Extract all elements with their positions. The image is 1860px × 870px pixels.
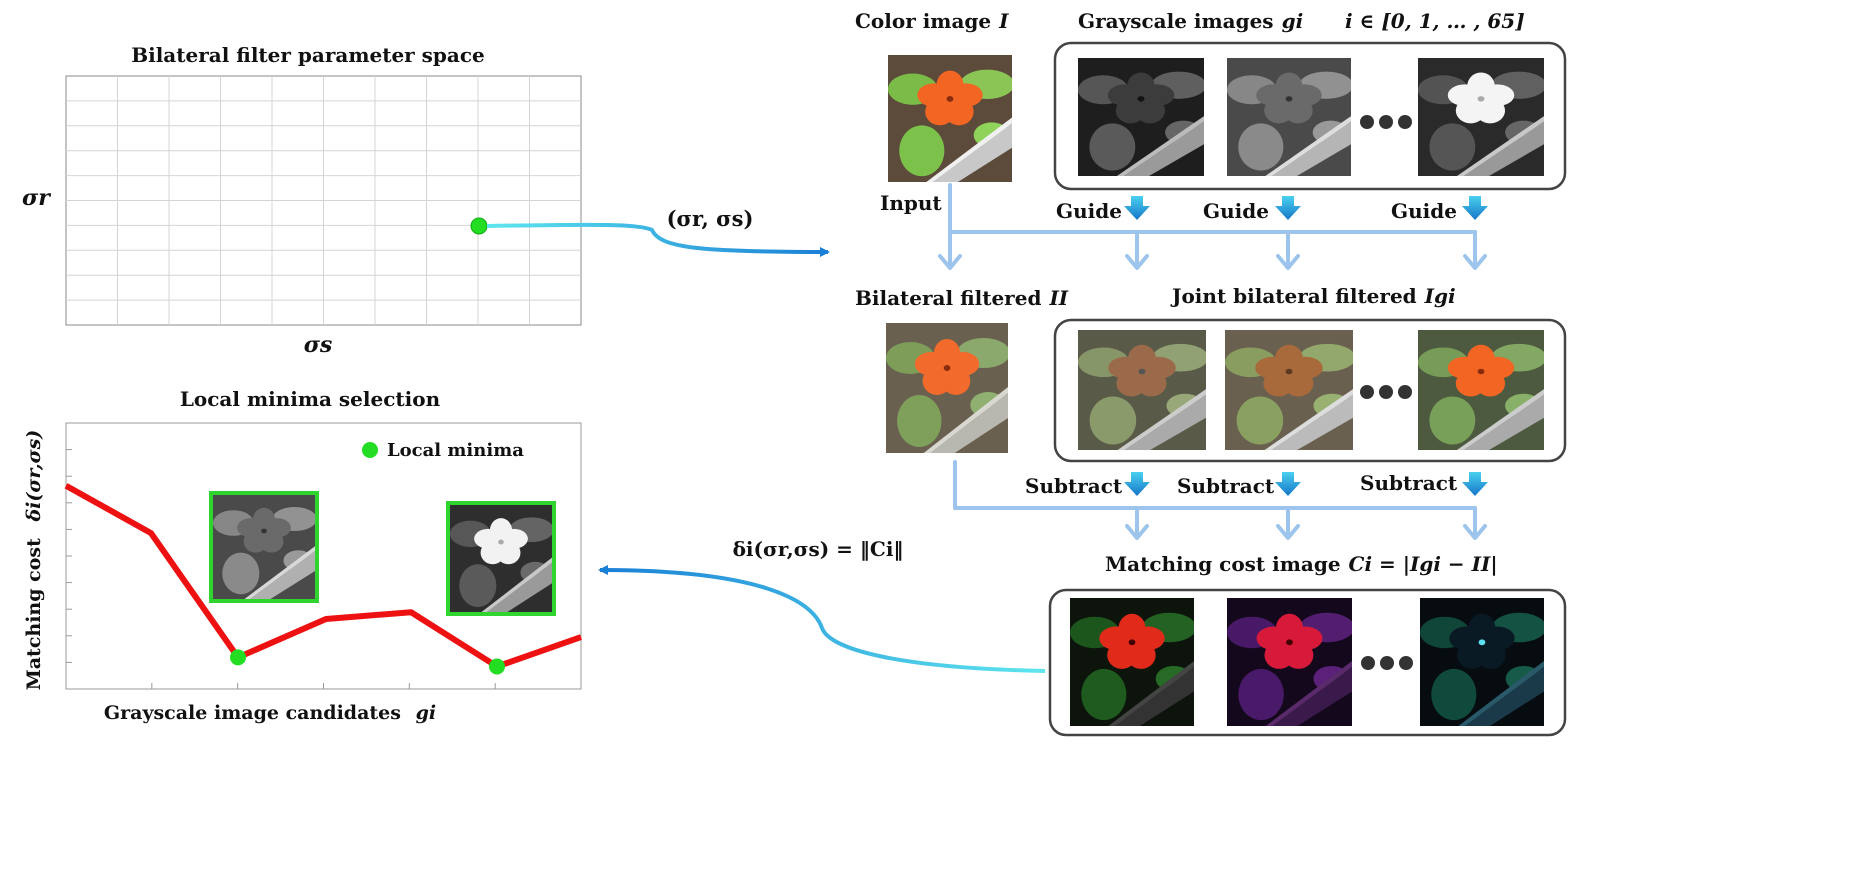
input-label: Input: [880, 191, 942, 215]
minima-ylabel: Matching cost δi(σr,σs): [23, 430, 45, 691]
guide-label-3: Guide: [1391, 199, 1457, 223]
subtract-arrow-icon: [1124, 472, 1150, 496]
selected-parameter-dot: [470, 217, 488, 235]
input-flow-arrowheads: [938, 254, 1487, 270]
guide-arrow-icon: [1124, 196, 1150, 220]
minima-thumbnail-1: [209, 491, 319, 603]
ellipsis-icon: [1361, 656, 1413, 670]
guide-label-1: Guide: [1056, 199, 1122, 223]
input-flow-lines: [948, 183, 1477, 267]
flow-arrowhead-icon: [1125, 524, 1149, 540]
flow-arrowhead-icon: [938, 254, 962, 270]
joint-bilateral-box: [1053, 318, 1567, 463]
matching-cost-box: [1048, 588, 1567, 737]
ellipsis-icon: [1360, 115, 1412, 129]
param-space-title: Bilateral filter parameter space: [131, 43, 485, 67]
local-minimum-dot: [489, 658, 505, 675]
flow-arrowhead-icon: [1276, 254, 1300, 270]
guide-arrow-icon: [1275, 196, 1301, 220]
color-image-thumbnail: [888, 55, 1012, 182]
subtract-label-2: Subtract: [1177, 474, 1275, 498]
minima-ticks: [66, 449, 582, 689]
guide-arrow-icon: [1462, 196, 1488, 220]
subtract-flow-arrowheads: [1125, 524, 1487, 540]
guide-label-2: Guide: [1203, 199, 1269, 223]
joint-thumb-3: [1418, 330, 1544, 450]
param-space-xlabel: σs: [304, 332, 333, 358]
local-minimum-dot: [230, 649, 246, 666]
param-space-ylabel: σr: [22, 185, 51, 211]
grayscale-thumb-1: [1078, 58, 1204, 176]
subtract-block-arrows: [1124, 472, 1488, 496]
subtract-flow-lines: [953, 460, 1477, 537]
flow-arrowhead-icon: [1125, 254, 1149, 270]
flow-arrowhead-icon: [1463, 524, 1487, 540]
joint-thumb-1: [1078, 330, 1206, 450]
subtract-arrow-icon: [1275, 472, 1301, 496]
joint-thumb-2: [1225, 330, 1353, 450]
param-space-panel: Bilateral filter parameter space σr σs: [22, 43, 582, 358]
minima-ylabel-group: Matching cost δi(σr,σs): [23, 430, 45, 691]
subtract-label-3: Subtract: [1360, 471, 1458, 495]
param-space-grid: [66, 76, 581, 325]
local-minima-dots: [230, 649, 505, 675]
parameter-arrow-label: (σr, σs): [667, 206, 754, 231]
subtract-label-1: Subtract: [1025, 474, 1123, 498]
grayscale-thumb-3: [1418, 58, 1544, 176]
grayscale-thumb-2: [1227, 58, 1351, 176]
minima-title: Local minima selection: [180, 387, 441, 411]
legend-marker: [362, 442, 378, 458]
subtract-arrow-icon: [1462, 472, 1488, 496]
cost-arrow: [598, 565, 1046, 673]
parameter-arrow: [486, 222, 830, 257]
grayscale-images-box: [1053, 41, 1567, 191]
minima-thumbnail-2: [446, 501, 556, 616]
matching-thumb-1: [1070, 598, 1194, 726]
cost-arrow-label: δi(σr,σs) = ‖Ci‖: [733, 537, 904, 561]
matching-thumb-3: [1420, 598, 1544, 726]
minima-panel: Local minima selection Matching cost δi(…: [23, 387, 582, 724]
matching-thumb-2: [1227, 598, 1352, 726]
guide-block-arrows: [1124, 196, 1488, 220]
index-range-label: i ∈ [0, 1, … , 65]: [1345, 9, 1525, 33]
bilateral-filtered-thumbnail: [886, 323, 1008, 453]
legend-label: Local minima: [387, 440, 524, 461]
flow-arrowhead-icon: [1276, 524, 1300, 540]
flow-arrowhead-icon: [1463, 254, 1487, 270]
minima-xlabel: Grayscale image candidates gi: [104, 702, 436, 724]
ellipsis-icon: [1360, 385, 1412, 399]
